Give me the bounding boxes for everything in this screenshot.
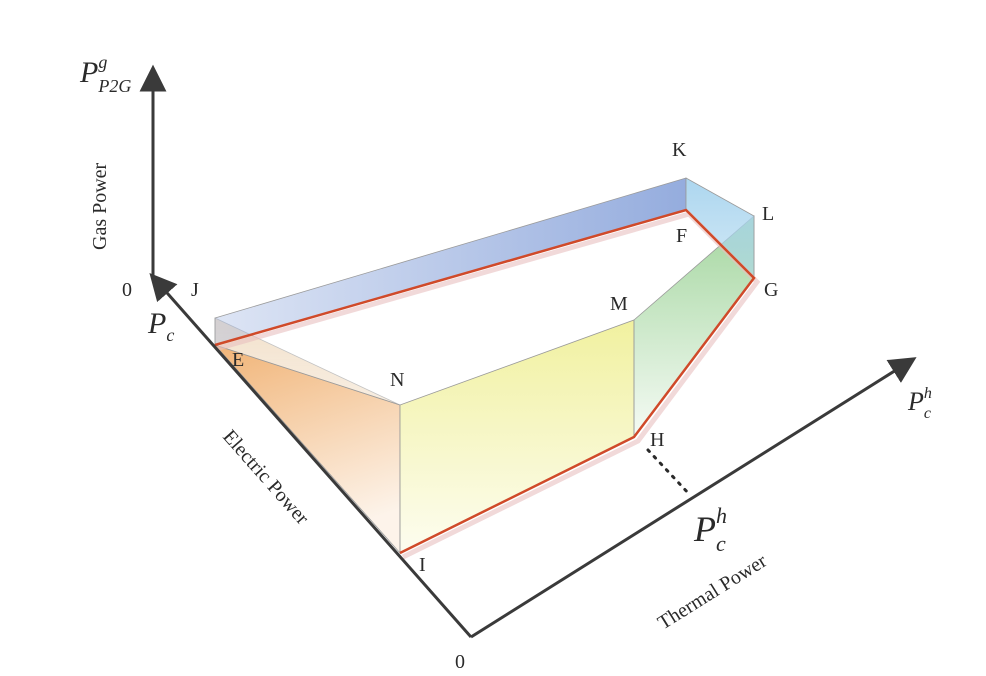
- left-axis: [149, 272, 473, 638]
- point-label-n: N: [390, 369, 404, 391]
- point-label-l: L: [762, 203, 774, 225]
- electric-axis-symbol: Pc: [147, 307, 174, 345]
- point-label-e: E: [232, 349, 244, 371]
- thermal-power-title: Thermal Power: [654, 550, 771, 634]
- point-label-g: G: [764, 279, 778, 301]
- projection-dotted-line: [646, 448, 692, 497]
- face-thermal-front: [399, 319, 635, 554]
- point-label-i: I: [419, 554, 426, 576]
- point-label-j: J: [191, 279, 199, 301]
- gas-power-title: Gas Power: [89, 162, 111, 250]
- zero-label-origin: 0: [455, 651, 465, 673]
- boundary-shadow: [215, 211, 761, 560]
- point-label-h: H: [650, 429, 664, 451]
- boundary-red: [214, 208, 756, 555]
- point-label-f: F: [676, 225, 687, 247]
- point-label-k: K: [672, 139, 687, 161]
- right-axis: [470, 357, 917, 639]
- zero-label-vertical: 0: [122, 279, 132, 301]
- face-top-band: [214, 177, 687, 346]
- point-label-m: M: [610, 293, 628, 315]
